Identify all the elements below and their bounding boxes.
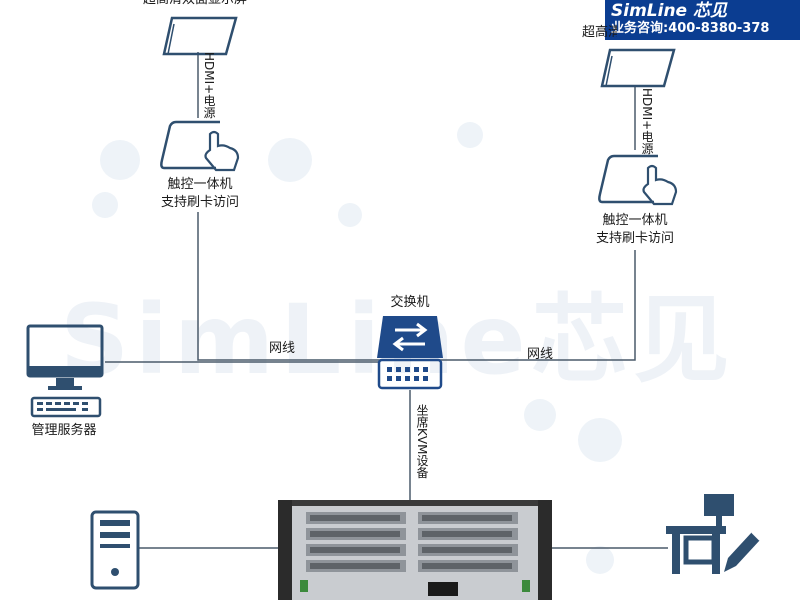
server-label: 管理服务器 [31,423,97,438]
brand-name: SimLine 芯见 [611,1,727,21]
kvm-rack-icon [278,500,552,600]
touch-left-icon [160,120,240,172]
net-left-label: 网线 [268,341,295,356]
operator-desk-icon [666,494,761,574]
touch-right-line1: 触控一体机 [602,213,668,228]
touch-right-icon [598,154,678,206]
net-right-label: 网线 [526,347,553,362]
touch-left-line1: 触控一体机 [167,177,233,192]
switch-label: 交换机 [390,295,430,310]
brand-badge: SimLine 芯见 业务咨询:400-8380-378 [605,0,800,40]
hdmi-left-label: HDMI+电源 [202,52,216,119]
touch-left-line2: 支持刷卡访问 [160,195,239,210]
brand-hotline: 业务咨询:400-8380-378 [611,21,770,36]
display-right-icon [600,48,676,88]
display-left-icon [162,16,238,56]
display-right-label: 超高清双面显示屏 [582,24,617,41]
touch-right-line2: 支持刷卡访问 [595,231,674,246]
switch-icon [377,316,443,390]
hdmi-right-label: HDMI+电源 [640,88,654,155]
display-left-label: 超高清双面显示屏 [135,0,255,8]
host-tower-icon [90,510,140,590]
server-pc-icon [26,324,104,418]
kvm-label: 坐席KVM设备 [415,404,429,479]
